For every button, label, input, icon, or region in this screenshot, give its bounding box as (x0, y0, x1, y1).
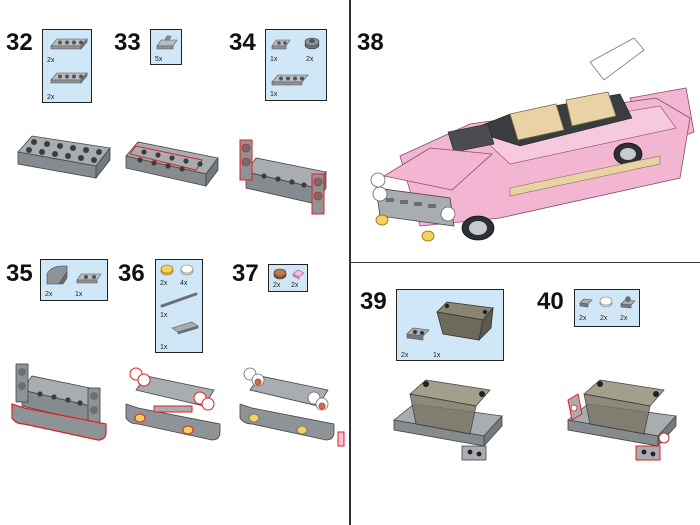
step-36-callout: 2x 4x 1x 1x (155, 259, 203, 353)
step-35-qty-1: 2x (45, 291, 53, 298)
plate-1x2-icon (271, 39, 291, 50)
clip-plate-icon (620, 296, 636, 309)
step-32-qty-1: 2x (47, 57, 55, 64)
step-39-callout: 2x 1x (396, 289, 504, 361)
step-32-number: 32 (6, 29, 33, 56)
plate-1x4-icon (50, 38, 88, 50)
step-39-qty-2: 1x (433, 352, 441, 359)
round-tile-white-icon (180, 264, 194, 276)
curved-slope-icon (46, 265, 68, 285)
jumper-plate-icon (406, 327, 430, 341)
step-36-build-figure (125, 367, 221, 441)
plate-1x2-icon (76, 273, 102, 284)
step-34-number: 34 (229, 29, 256, 56)
plate-icon (579, 298, 593, 308)
step-36-qty-3: 1x (160, 312, 168, 319)
step-33-qty-1: 5x (155, 56, 163, 63)
step-39-number: 39 (360, 288, 387, 315)
step-36-number: 36 (118, 260, 145, 287)
step-40-build-figure (567, 379, 677, 461)
step-39-qty-1: 2x (401, 352, 409, 359)
step-33-build-figure (125, 141, 219, 188)
bar-icon (160, 292, 198, 308)
step-32-build-figure (17, 135, 111, 180)
step-33-callout: 5x (150, 29, 182, 65)
step-36-qty-2: 4x (180, 280, 188, 287)
step-37-qty-2: 2x (291, 282, 299, 289)
step-36-qty-4: 1x (160, 344, 168, 351)
step-37-qty-1: 2x (273, 282, 281, 289)
windscreen-icon (436, 301, 494, 342)
step-35-callout: 2x 1x (40, 259, 108, 301)
step-34-qty-2: 2x (306, 56, 314, 63)
step-40-qty-1: 2x (579, 315, 587, 322)
plate-1x4-icon (271, 74, 309, 86)
step-33-number: 33 (114, 29, 141, 56)
step-36-qty-1: 2x (160, 280, 168, 287)
step-32-qty-2: 2x (47, 94, 55, 101)
step-38-car-figure (370, 37, 695, 242)
tile-pink-icon (292, 269, 305, 280)
step-37-callout: 2x 2x (268, 264, 308, 292)
plate-1x4-icon (50, 72, 88, 84)
step-35-qty-2: 1x (75, 291, 83, 298)
round-tile-brown-icon (273, 268, 287, 280)
horizontal-divider (351, 262, 700, 263)
step-35-build-figure (11, 363, 107, 441)
step-39-build-figure (393, 379, 503, 461)
round-tile-white-icon (599, 296, 613, 308)
step-40-number: 40 (537, 288, 564, 315)
clip-plate-icon (156, 35, 178, 50)
step-37-number: 37 (232, 260, 259, 287)
tile-1x3-icon (171, 321, 199, 334)
step-34-callout: 1x 2x 1x (265, 29, 327, 101)
step-34-build-figure (239, 139, 327, 215)
step-38-number: 38 (357, 29, 384, 56)
round-plate-icon (304, 37, 320, 50)
vertical-divider (349, 0, 351, 525)
step-40-callout: 2x 2x 2x (574, 289, 640, 327)
round-tile-yellow-icon (160, 264, 174, 276)
step-35-number: 35 (6, 260, 33, 287)
step-32-callout: 2x 2x (42, 29, 92, 103)
step-34-qty-3: 1x (270, 91, 278, 98)
step-34-qty-1: 1x (270, 56, 278, 63)
step-37-build-figure (239, 367, 345, 447)
step-40-qty-2: 2x (600, 315, 608, 322)
step-40-qty-3: 2x (620, 315, 628, 322)
